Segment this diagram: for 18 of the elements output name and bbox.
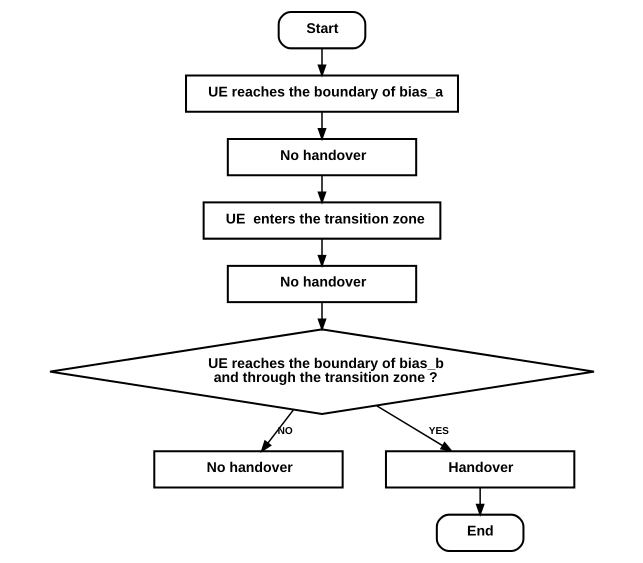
arrow (260, 409, 294, 453)
arrow (316, 48, 326, 78)
node-box: No handover (226, 138, 417, 176)
arrow (316, 239, 326, 268)
arrow (316, 302, 326, 332)
node-box: Start (277, 11, 366, 50)
node-box: End (435, 514, 524, 552)
node-diamond: UE reaches the boundary of bias_b and through the transition zone ? (48, 328, 594, 415)
edge-label: YES (428, 426, 448, 438)
node-box: Handover (384, 450, 575, 488)
arrow (376, 404, 453, 452)
arrow (316, 112, 326, 142)
arrow (316, 176, 326, 205)
node-box: UE reaches the boundary of bias_a (184, 74, 458, 113)
node-box: No handover (226, 264, 417, 304)
node-box: No handover (152, 450, 344, 488)
node-box: UE enters the transition zone (202, 201, 441, 240)
arrow (475, 488, 484, 517)
